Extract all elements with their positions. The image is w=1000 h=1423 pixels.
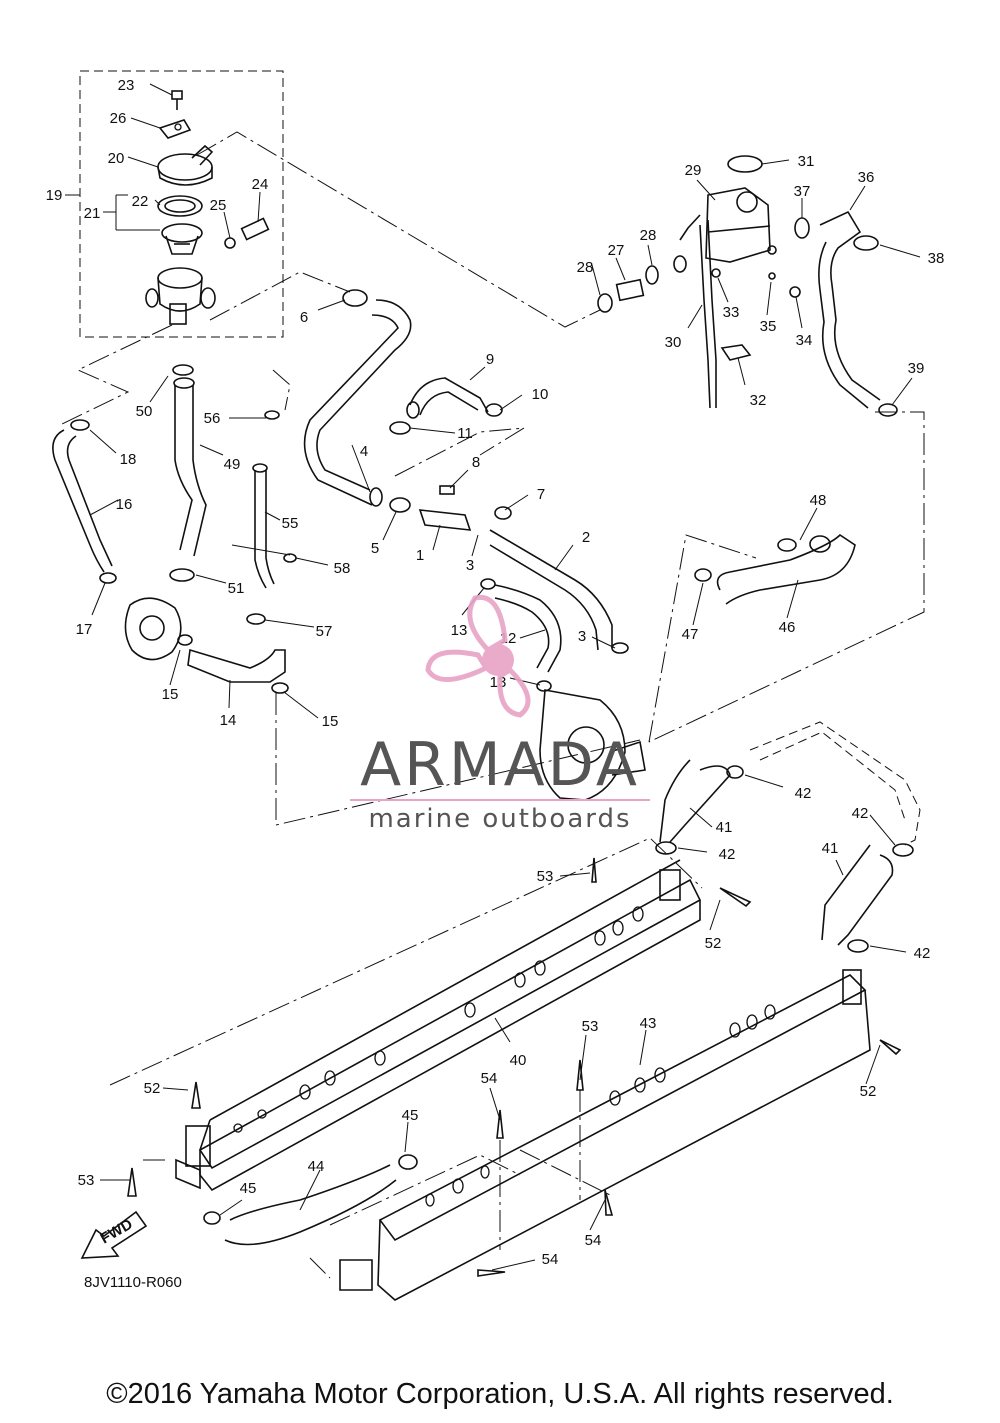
callout-55: 55	[282, 515, 299, 532]
cooling-rail-43	[339, 969, 871, 1301]
callout-50: 50	[136, 403, 153, 420]
callout-20: 20	[108, 150, 125, 167]
reference-code: 8JV1110-R060	[84, 1274, 182, 1291]
hose-44	[203, 1154, 418, 1246]
callout-6: 6	[300, 309, 308, 326]
callout-32: 32	[750, 392, 767, 409]
callout-45a: 45	[402, 1107, 419, 1124]
callout-10: 10	[532, 386, 549, 403]
callout-28b: 28	[577, 259, 594, 276]
callout-42b: 42	[719, 846, 736, 863]
callout-53c: 53	[582, 1018, 599, 1035]
callout-26: 26	[110, 110, 127, 127]
callout-24: 24	[252, 176, 269, 193]
propeller-logo-icon	[425, 594, 531, 718]
callout-27: 27	[608, 242, 625, 259]
callout-47: 47	[682, 626, 699, 643]
thermostat-assembly-box	[79, 70, 284, 338]
callout-15a: 15	[162, 686, 179, 703]
reservoir-parts	[597, 155, 921, 846]
callout-28a: 28	[640, 227, 657, 244]
callout-46: 46	[779, 619, 796, 636]
leader-lines	[65, 83, 921, 1271]
callout-19: 19	[46, 187, 63, 204]
center-hoses	[303, 289, 646, 801]
callout-44: 44	[308, 1158, 325, 1175]
callout-45b: 45	[240, 1180, 257, 1197]
callout-8: 8	[472, 454, 480, 471]
callout-1: 1	[416, 547, 424, 564]
callout-34: 34	[796, 332, 813, 349]
rail-43-holes	[425, 1004, 776, 1207]
callout-54a: 54	[481, 1070, 498, 1087]
copyright-notice: ©2016 Yamaha Motor Corporation, U.S.A. A…	[106, 1378, 894, 1410]
callout-54c: 54	[542, 1251, 559, 1268]
callout-41a: 41	[716, 819, 733, 836]
fwd-arrow-icon: FWD	[80, 1210, 148, 1259]
callout-29: 29	[685, 162, 702, 179]
callout-33: 33	[723, 304, 740, 321]
callout-40: 40	[510, 1052, 527, 1069]
callout-3b: 3	[578, 628, 586, 645]
callout-18: 18	[120, 451, 137, 468]
callout-25: 25	[210, 197, 227, 214]
callout-3a: 3	[466, 557, 474, 574]
callout-11: 11	[457, 425, 473, 442]
fwd-label: FWD	[98, 1216, 136, 1248]
watermark-tagline: marine outboards	[368, 804, 631, 834]
callout-39: 39	[908, 360, 925, 377]
callout-38: 38	[928, 250, 945, 267]
rail-40-holes	[233, 906, 644, 1133]
callout-5: 5	[371, 540, 379, 557]
callout-42d: 42	[914, 945, 931, 962]
callout-14: 14	[220, 712, 237, 729]
callout-4: 4	[360, 443, 368, 460]
callout-30: 30	[665, 334, 682, 351]
callout-51: 51	[228, 580, 245, 597]
callout-48: 48	[810, 492, 827, 509]
callout-21: 21	[84, 205, 101, 222]
left-hoses	[52, 364, 297, 694]
connection-lines	[59, 131, 925, 1279]
callout-41b: 41	[822, 840, 839, 857]
callout-17: 17	[76, 621, 93, 638]
cooling-rail-40	[175, 859, 702, 1192]
callout-52c: 52	[860, 1083, 877, 1100]
callout-labels: 1 2 3 3 4 5 6 7 8 9 10 11 12 13 13 14 15…	[46, 77, 945, 1268]
callout-56: 56	[204, 410, 221, 427]
thermostat-parts	[145, 90, 270, 325]
callout-42c: 42	[852, 805, 869, 822]
callout-13a: 13	[451, 622, 468, 639]
watermark-brand: ARMADA	[360, 730, 640, 800]
callout-49: 49	[224, 456, 241, 473]
callout-53a: 53	[537, 868, 554, 885]
callout-37: 37	[794, 183, 811, 200]
callout-22: 22	[132, 193, 149, 210]
callout-23: 23	[118, 77, 135, 94]
callout-54b: 54	[585, 1232, 602, 1249]
lower-right-hoses	[655, 759, 914, 953]
fastener-pins	[127, 857, 902, 1277]
callout-58: 58	[334, 560, 351, 577]
callout-52a: 52	[705, 935, 722, 952]
callout-43: 43	[640, 1015, 657, 1032]
callout-2: 2	[582, 529, 590, 546]
callout-57: 57	[316, 623, 333, 640]
callout-52b: 52	[144, 1080, 161, 1097]
callout-16: 16	[116, 496, 133, 513]
callout-31: 31	[798, 153, 815, 170]
callout-9: 9	[486, 351, 494, 368]
callout-53b: 53	[78, 1172, 95, 1189]
callout-35: 35	[760, 318, 777, 335]
callout-15b: 15	[322, 713, 339, 730]
callout-7: 7	[537, 486, 545, 503]
watermark: ARMADA marine outboards	[350, 594, 650, 834]
callout-36: 36	[858, 169, 875, 186]
callout-42a: 42	[795, 785, 812, 802]
